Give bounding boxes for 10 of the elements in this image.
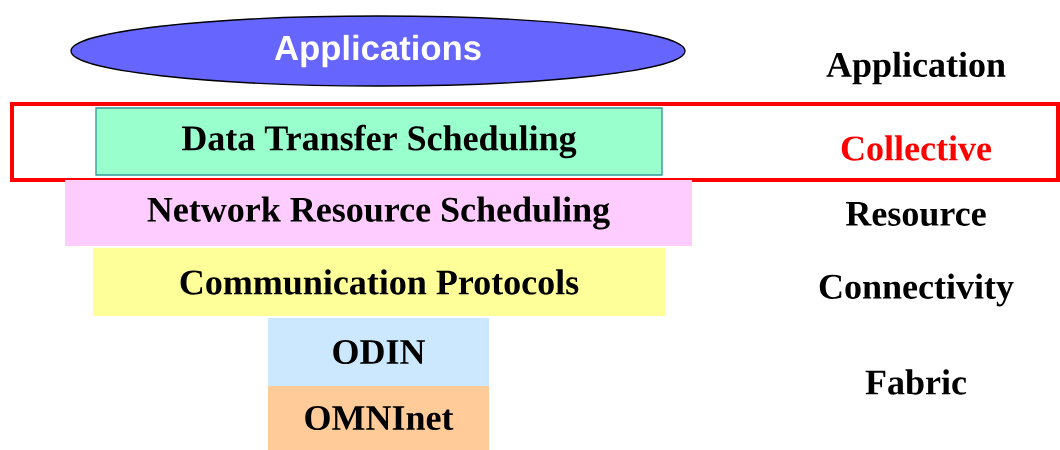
layer-box: Data Transfer Scheduling	[95, 107, 663, 176]
layer-box: Network Resource Scheduling	[65, 180, 692, 246]
layer-label: Connectivity	[819, 273, 1014, 307]
layer-label: Fabric	[865, 369, 967, 395]
layer-box: ODIN	[267, 318, 490, 386]
layer-label: Resource	[845, 202, 986, 226]
layer-box: OMNInet	[267, 386, 490, 450]
layer-label: Application	[826, 51, 1006, 85]
layer-box: Communication Protocols	[93, 248, 665, 316]
ellipse-node: Applications	[70, 15, 686, 87]
